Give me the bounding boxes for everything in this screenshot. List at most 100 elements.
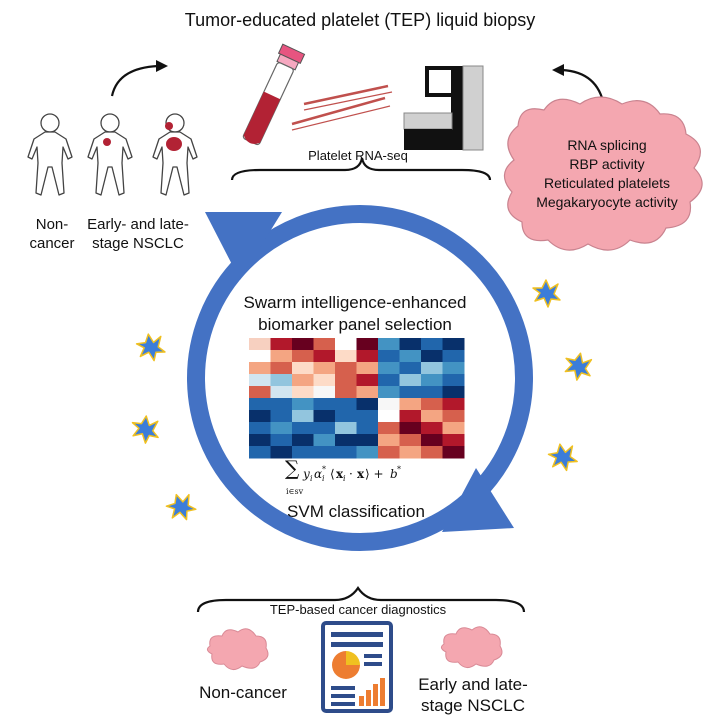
heatmap-cell — [399, 350, 422, 363]
svg-text:y: y — [302, 467, 310, 481]
heatmap-cell — [421, 422, 443, 435]
heatmap-cell — [421, 386, 443, 399]
heatmap-cell — [378, 434, 400, 447]
heatmap-cell — [335, 350, 357, 363]
heatmap-cell — [249, 386, 271, 399]
heatmap-cell — [249, 410, 271, 423]
heatmap-cell — [421, 434, 443, 447]
svg-text:i∈sv: i∈sv — [286, 487, 304, 496]
heatmap-cell — [292, 386, 314, 399]
heatmap-cell — [421, 398, 443, 411]
swarm-bird-icon — [561, 349, 595, 384]
heatmap-cell — [378, 362, 400, 375]
heatmap-cell — [313, 410, 336, 423]
heatmap-cell — [335, 410, 357, 423]
noncancer-patient-label-line2: cancer — [29, 235, 74, 252]
diagnosis-nsclc-label-line2: stage NSCLC — [421, 696, 525, 715]
svg-text:i: i — [343, 474, 346, 483]
pipette-tips-icon — [291, 84, 393, 131]
svg-text:α: α — [314, 467, 322, 481]
heatmap-cell — [442, 362, 465, 375]
heatmap-cell — [270, 398, 293, 411]
heatmap-cell — [442, 446, 465, 459]
heatmap-cell — [421, 350, 443, 363]
heatmap-cell — [378, 350, 400, 363]
rnaseq-bracket — [230, 157, 492, 181]
heatmap-cell — [335, 398, 357, 411]
heatmap-cell — [399, 338, 422, 351]
noncancer-platelet-icon — [206, 628, 269, 671]
cycle-arrowhead-top-icon — [205, 212, 282, 280]
heatmap-cell — [292, 338, 314, 351]
heatmap-cell — [292, 398, 314, 411]
swarm-bird-icon — [546, 441, 580, 474]
heatmap-cell — [270, 362, 293, 375]
heatmap-cell — [270, 374, 293, 387]
biomarker-heatmap — [249, 338, 465, 459]
heatmap-cell — [356, 410, 379, 423]
heatmap-cell — [313, 398, 336, 411]
heatmap-cell — [356, 374, 379, 387]
heatmap-cell — [399, 386, 422, 399]
heatmap-cell — [378, 422, 400, 435]
heatmap-cell — [270, 434, 293, 447]
heatmap-cell — [292, 410, 314, 423]
swarm-bird-icon — [134, 331, 167, 364]
heatmap-cell — [270, 446, 293, 459]
heatmap-cell — [442, 398, 465, 411]
heatmap-cell — [292, 434, 314, 447]
heatmap-cell — [313, 338, 336, 351]
heatmap-cell — [399, 410, 422, 423]
heatmap-cell — [270, 350, 293, 363]
diagnostics-bracket — [196, 586, 526, 613]
heatmap-cell — [313, 374, 336, 387]
heatmap-cell — [421, 374, 443, 387]
heatmap-cell — [249, 362, 271, 375]
heatmap-cell — [249, 434, 271, 447]
heatmap-cell — [399, 434, 422, 447]
heatmap-cell — [399, 398, 422, 411]
svg-text:*: * — [322, 465, 326, 474]
heatmap-cell — [313, 422, 336, 435]
heatmap-cell — [249, 398, 271, 411]
blood-tube-icon — [242, 43, 306, 146]
heatmap-cell — [378, 410, 400, 423]
swarm-bird-icon — [532, 279, 561, 308]
curved-arrow-left-icon — [110, 60, 168, 97]
heatmap-cell — [313, 386, 336, 399]
process-reticulated-platelets: Reticulated platelets — [544, 175, 670, 191]
heatmap-cell — [399, 422, 422, 435]
heatmap-cell — [378, 374, 400, 387]
heatmap-cell — [442, 422, 465, 435]
heatmap-cell — [356, 398, 379, 411]
heatmap-cell — [313, 362, 336, 375]
noncancer-person-icon — [27, 113, 73, 196]
heatmap-cell — [292, 422, 314, 435]
heatmap-cell — [442, 374, 465, 387]
heatmap-cell — [335, 338, 357, 351]
process-megakaryocyte-activity: Megakaryocyte activity — [536, 194, 678, 210]
heatmap-cell — [421, 362, 443, 375]
svg-text:*: * — [397, 465, 401, 474]
heatmap-cell — [249, 374, 271, 387]
heatmap-cell — [249, 422, 271, 435]
svg-text:b: b — [390, 467, 398, 481]
svg-text:·: · — [349, 467, 353, 481]
nsclc-patient-label-line1: Early- and late- — [87, 216, 189, 233]
heatmap-cell — [335, 386, 357, 399]
svg-text:i: i — [322, 474, 325, 483]
svg-text:⟩ +: ⟩ + — [365, 467, 384, 481]
heatmap-cell — [356, 446, 379, 459]
heatmap-cell — [249, 350, 271, 363]
svm-classification-label: SVM classification — [287, 502, 425, 521]
process-rna-splicing: RNA splicing — [567, 137, 646, 153]
heatmap-cell — [442, 338, 465, 351]
heatmap-cell — [249, 338, 271, 351]
nsclc-platelet-icon — [440, 626, 503, 669]
heatmap-cell — [442, 386, 465, 399]
heatmap-cell — [378, 386, 400, 399]
workflow-cycle-ring — [187, 205, 533, 551]
swarm-bird-icon — [129, 413, 161, 446]
heatmap-cell — [335, 362, 357, 375]
nsclc-patient-label-line2: stage NSCLC — [92, 235, 184, 252]
